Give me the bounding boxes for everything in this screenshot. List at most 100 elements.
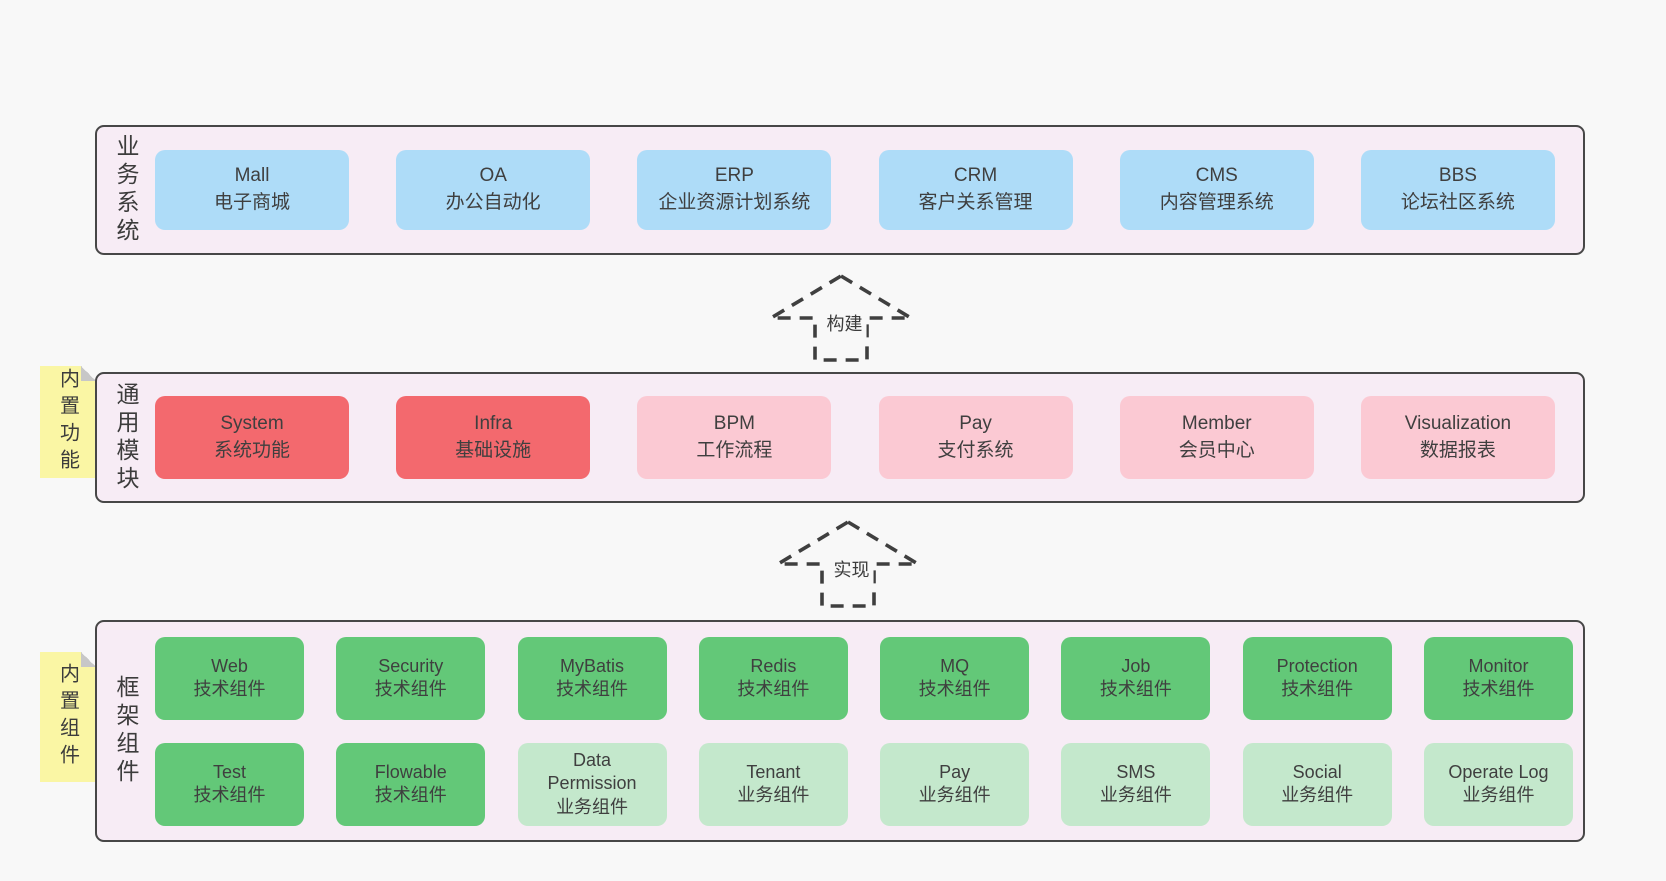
- arrow-label: 构建: [822, 308, 867, 338]
- box-subtitle: 技术组件: [1462, 679, 1535, 699]
- box-subtitle: 技术组件: [374, 785, 447, 805]
- box-web: Web 技术组件: [155, 636, 304, 720]
- box-oa: OA 办公自动化: [396, 150, 591, 230]
- box-subtitle: 技术组件: [374, 679, 447, 699]
- box-subtitle: 数据报表: [1419, 439, 1496, 461]
- box-subtitle: 内容管理系统: [1159, 192, 1274, 213]
- box-pay-module: Pay 支付系统: [878, 396, 1073, 479]
- box-subtitle: 客户关系管理: [918, 192, 1033, 213]
- box-monitor: Monitor 技术组件: [1423, 636, 1573, 720]
- box-title: Test: [212, 761, 246, 782]
- box-infra: Infra 基础设施: [396, 396, 591, 479]
- box-title: Mall: [234, 165, 270, 187]
- box-title: MyBatis: [560, 655, 625, 676]
- band-common-modules: 通用模块 System 系统功能 Infra 基础设施 BPM 工作流程 Pay…: [95, 372, 1585, 503]
- box-subtitle: 支付系统: [937, 439, 1014, 461]
- sticky-label: 内置组件: [56, 663, 79, 771]
- box-subtitle: 业务组件: [737, 785, 810, 805]
- box-bpm: BPM 工作流程: [637, 396, 832, 479]
- folded-corner-icon: [81, 652, 96, 667]
- box-subtitle: 论坛社区系统: [1400, 192, 1515, 213]
- box-redis: Redis 技术组件: [698, 636, 848, 720]
- box-mq: MQ 技术组件: [880, 636, 1030, 720]
- band-content: System 系统功能 Infra 基础设施 BPM 工作流程 Pay 支付系统…: [155, 374, 1555, 501]
- box-subtitle: 基础设施: [455, 439, 532, 461]
- box-mybatis: MyBatis 技术组件: [517, 636, 667, 720]
- box-title: Pay: [939, 761, 971, 782]
- box-title: Redis: [750, 655, 797, 676]
- box-mall: Mall 电子商城: [155, 150, 349, 230]
- sticky-note-built-in-components: 内置组件: [40, 652, 96, 782]
- box-title: Data Permission: [547, 750, 637, 794]
- box-title: BBS: [1438, 165, 1477, 187]
- box-subtitle: 业务组件: [556, 796, 629, 817]
- box-subtitle: 技术组件: [918, 679, 991, 699]
- component-row-2: Test 技术组件 Flowable 技术组件 Data Permission …: [155, 742, 1573, 826]
- box-title: System: [220, 412, 284, 434]
- box-title: Web: [211, 655, 248, 676]
- box-title: Pay: [959, 412, 992, 434]
- box-protection: Protection 技术组件: [1242, 636, 1392, 720]
- box-subtitle: 会员中心: [1178, 439, 1255, 461]
- box-data-permission: Data Permission 业务组件: [517, 742, 667, 826]
- box-title: CMS: [1195, 165, 1238, 187]
- box-tenant: Tenant 业务组件: [698, 742, 848, 826]
- band-business-systems: 业务系统 Mall 电子商城 OA 办公自动化 ERP 企业资源计划系统 CRM…: [95, 125, 1585, 255]
- band-content: Web 技术组件 Security 技术组件 MyBatis 技术组件 Redi…: [155, 622, 1573, 840]
- box-title: Operate Log: [1448, 761, 1549, 782]
- up-arrow-icon: [766, 273, 916, 362]
- box-title: CRM: [953, 165, 998, 187]
- box-subtitle: 办公自动化: [445, 192, 541, 213]
- box-title: SMS: [1116, 761, 1156, 782]
- box-visualization: Visualization 数据报表: [1360, 396, 1555, 479]
- box-title: Visualization: [1404, 412, 1512, 434]
- box-subtitle: 企业资源计划系统: [658, 192, 811, 213]
- box-title: BPM: [713, 412, 755, 434]
- box-security: Security 技术组件: [336, 636, 486, 720]
- box-subtitle: 技术组件: [737, 679, 810, 699]
- arrow-implement: 实现: [773, 518, 923, 610]
- box-cms: CMS 内容管理系统: [1119, 150, 1314, 230]
- box-title: MQ: [940, 655, 970, 676]
- box-sms: SMS 业务组件: [1061, 742, 1211, 826]
- box-subtitle: 技术组件: [193, 679, 266, 699]
- box-social: Social 业务组件: [1242, 742, 1392, 826]
- box-system: System 系统功能: [155, 396, 349, 479]
- band-content: Mall 电子商城 OA 办公自动化 ERP 企业资源计划系统 CRM 客户关系…: [155, 127, 1555, 253]
- box-pay-component: Pay 业务组件: [880, 742, 1030, 826]
- box-title: Job: [1121, 655, 1151, 676]
- box-title: Member: [1181, 412, 1252, 434]
- box-title: Flowable: [374, 761, 447, 782]
- box-subtitle: 电子商城: [213, 192, 290, 213]
- up-arrow-icon: [773, 519, 923, 608]
- box-title: OA: [479, 165, 507, 187]
- box-title: Infra: [474, 412, 513, 434]
- box-subtitle: 技术组件: [193, 785, 266, 805]
- box-title: Social: [1292, 761, 1342, 782]
- arrow-label: 实现: [829, 554, 874, 584]
- box-subtitle: 技术组件: [1099, 679, 1172, 699]
- box-title: Tenant: [746, 761, 801, 782]
- band-framework-components: 框架组件 Web 技术组件 Security 技术组件 MyBatis 技术组件…: [95, 620, 1585, 842]
- sticky-note-built-in-features: 内置功能: [40, 366, 96, 478]
- box-subtitle: 系统功能: [213, 439, 290, 461]
- box-subtitle: 业务组件: [1281, 785, 1354, 805]
- box-crm: CRM 客户关系管理: [878, 150, 1073, 230]
- folded-corner-icon: [81, 366, 96, 381]
- box-subtitle: 业务组件: [1099, 785, 1172, 805]
- box-subtitle: 工作流程: [696, 439, 773, 461]
- box-test: Test 技术组件: [155, 742, 304, 826]
- box-title: Protection: [1276, 655, 1358, 676]
- arrow-build: 构建: [766, 272, 916, 364]
- box-member: Member 会员中心: [1119, 396, 1314, 479]
- box-title: Security: [378, 655, 444, 676]
- band-label: 框架组件: [113, 675, 139, 787]
- box-job: Job 技术组件: [1061, 636, 1211, 720]
- sticky-label: 内置功能: [56, 368, 79, 476]
- box-flowable: Flowable 技术组件: [336, 742, 486, 826]
- box-operate-log: Operate Log 业务组件: [1423, 742, 1573, 826]
- box-subtitle: 技术组件: [1281, 679, 1354, 699]
- band-label: 通用模块: [113, 381, 139, 494]
- band-label: 业务系统: [113, 134, 139, 246]
